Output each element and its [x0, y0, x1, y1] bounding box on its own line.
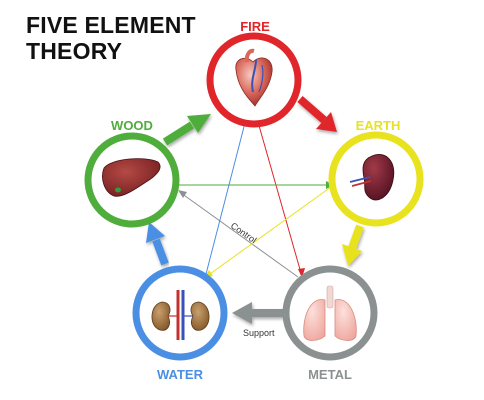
spleen-icon	[349, 154, 395, 201]
control-fire-metal	[255, 114, 305, 278]
arrow-earth-to-metal	[342, 224, 364, 266]
element-earth: EARTH	[328, 118, 424, 227]
diagram-title: FIVE ELEMENT THEORY	[26, 12, 196, 64]
arrow-water-to-wood	[146, 222, 169, 266]
title-line-1: FIVE ELEMENT	[26, 12, 196, 38]
element-metal: METAL	[282, 265, 378, 382]
heart-icon	[235, 48, 273, 107]
arrow-wood-to-fire	[162, 114, 211, 146]
kidneys-icon	[151, 290, 210, 340]
fire-label: FIRE	[240, 19, 270, 34]
control-label: Control	[229, 220, 259, 245]
water-label: WATER	[157, 367, 204, 382]
lungs-icon	[303, 285, 357, 341]
liver-icon	[102, 158, 161, 197]
metal-circle	[282, 265, 378, 361]
title-line-2: THEORY	[26, 38, 123, 64]
water-circle	[132, 265, 228, 361]
control-metal-wood	[178, 190, 299, 278]
wood-label: WOOD	[111, 118, 153, 133]
arrow-metal-to-water	[232, 302, 286, 324]
arrow-fire-to-earth	[297, 95, 337, 132]
control-star	[178, 111, 334, 279]
element-water: WATER	[132, 265, 228, 382]
earth-label: EARTH	[356, 118, 401, 133]
control-wood-earth	[178, 181, 334, 189]
element-fire: FIRE	[206, 19, 302, 128]
control-earth-water	[204, 186, 332, 278]
element-wood: WOOD	[84, 118, 180, 228]
control-water-fire	[204, 111, 250, 279]
metal-label: METAL	[308, 367, 352, 382]
support-label: Support	[243, 328, 275, 338]
